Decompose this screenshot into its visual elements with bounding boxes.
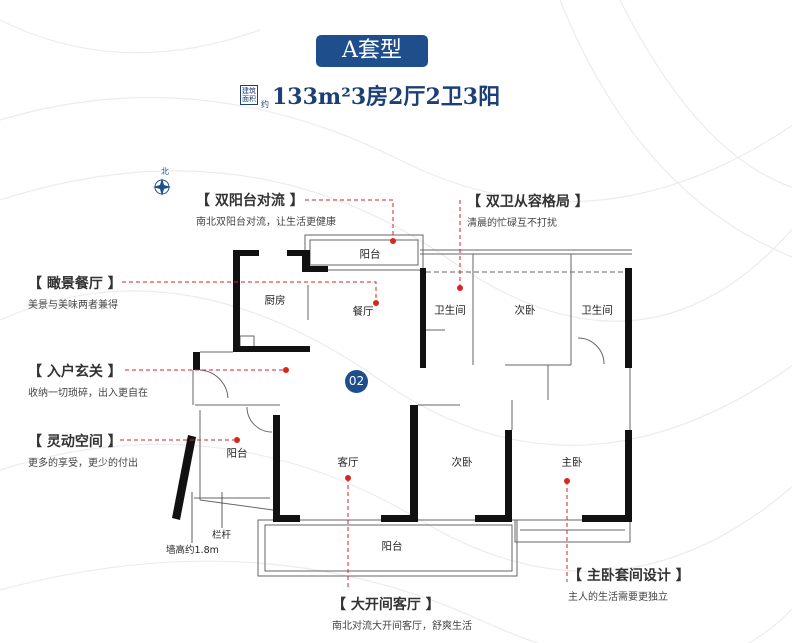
callout-title: 【 大开间客厅 】: [332, 597, 440, 613]
callout-lines: [120, 199, 568, 590]
callout-entry: 【 入户玄关 】 收纳一切琐碎，出入更自在: [28, 361, 148, 399]
callout-desc: 南北双阳台对流，让生活更健康: [196, 217, 336, 228]
room-bathroom-1: 卫生间: [434, 304, 466, 317]
callout-title: 【 双阳台对流 】: [196, 193, 304, 209]
walls: [172, 250, 632, 522]
callout-dual-balcony: 【 双阳台对流 】 南北双阳台对流，让生活更健康: [196, 190, 336, 228]
wall-height-label: 墙高约1.8m: [166, 545, 219, 556]
unit-number-badge: 02: [345, 370, 368, 393]
room-living: 客厅: [337, 456, 359, 469]
callout-title: 【 主卧套间设计 】: [568, 568, 690, 584]
callout-living-room: 【 大开间客厅 】 南北对流大开间客厅，舒爽生活: [332, 594, 472, 632]
room-kitchen: 厨房: [264, 294, 286, 307]
callout-desc: 清晨的忙碌互不打扰: [467, 218, 557, 229]
compass-icon: [153, 178, 171, 196]
callout-dual-bathroom: 【 双卫从容格局 】 清晨的忙碌互不打扰: [467, 191, 589, 229]
thin-walls: [192, 234, 632, 577]
summary-text: 133m²3房2厅2卫3阳: [272, 84, 501, 110]
callout-title: 【 瞰景餐厅 】: [28, 276, 122, 292]
room-bedroom-3: 次卧: [451, 456, 473, 469]
callout-master-suite: 【 主卧套间设计 】 主人的生活需要更独立: [568, 565, 690, 603]
callout-dots: [234, 238, 570, 484]
callout-desc: 主人的生活需要更独立: [568, 592, 668, 603]
area-tag-suffix: 约: [261, 100, 269, 109]
callout-title: 【 灵动空间 】: [28, 434, 122, 450]
area-tag-line1: 建筑: [242, 87, 256, 95]
callout-desc: 收纳一切琐碎，出入更自在: [28, 388, 148, 399]
north-label: 北: [161, 167, 169, 176]
railing-label: 栏杆: [212, 530, 232, 541]
room-side-balcony: 阳台: [226, 447, 248, 460]
room-bedroom-2: 次卧: [514, 304, 536, 317]
callout-desc: 南北对流大开间客厅，舒爽生活: [332, 621, 472, 632]
callout-desc: 更多的享受，更少的付出: [28, 458, 138, 469]
area-tag: 建筑 面积: [240, 85, 258, 105]
area-tag-line2: 面积: [242, 95, 256, 103]
room-master-bedroom: 主卧: [561, 456, 583, 469]
callout-title: 【 入户玄关 】: [28, 364, 122, 380]
callout-title: 【 双卫从容格局 】: [467, 194, 589, 210]
callout-flexible-space: 【 灵动空间 】 更多的享受，更少的付出: [28, 431, 138, 469]
room-dining: 餐厅: [352, 305, 374, 318]
room-north-balcony: 阳台: [359, 248, 381, 261]
unit-type-badge: A套型: [316, 35, 428, 67]
callout-desc: 美景与美味两者兼得: [28, 300, 118, 311]
room-bathroom-2: 卫生间: [581, 304, 613, 317]
unit-summary: 建筑 面积 约 133m²3房2厅2卫3阳: [240, 80, 500, 110]
room-south-balcony: 阳台: [381, 540, 403, 553]
callout-dining: 【 瞰景餐厅 】 美景与美味两者兼得: [28, 273, 122, 311]
